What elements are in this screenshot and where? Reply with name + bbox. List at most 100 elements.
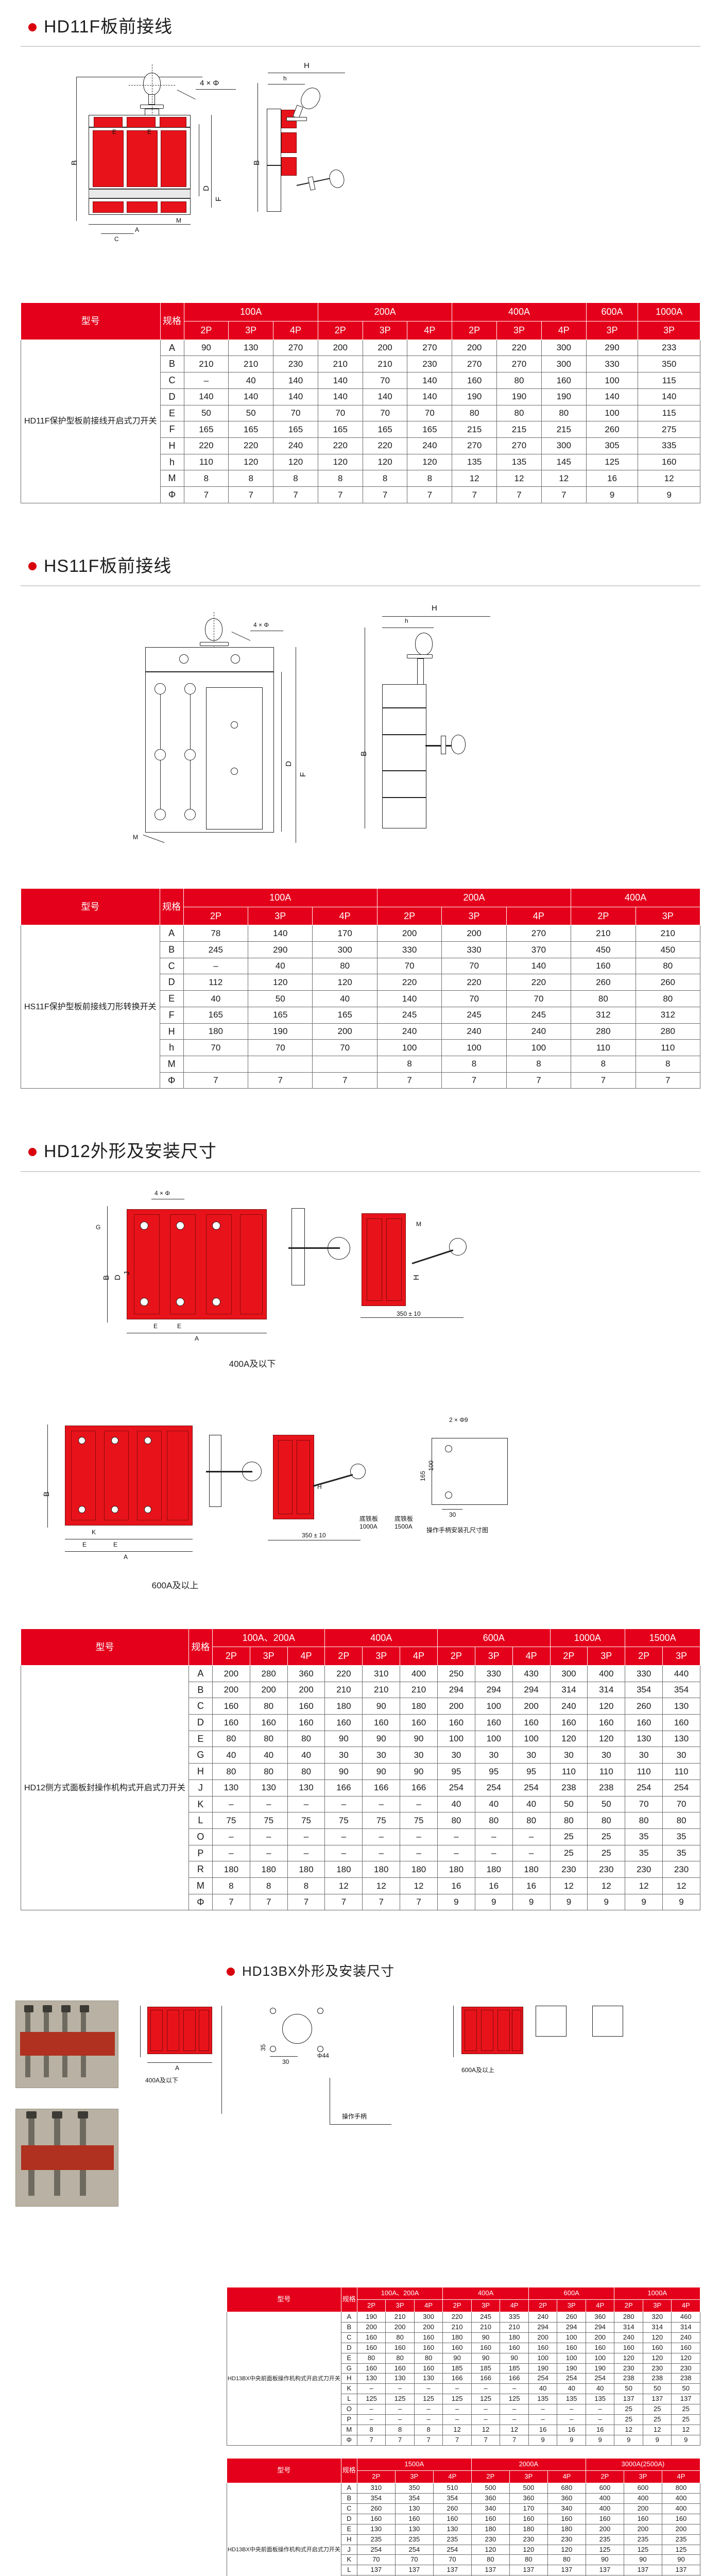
- th-pole: 2P: [183, 906, 249, 926]
- cell: 75: [212, 1812, 250, 1829]
- row-key: O: [340, 2404, 357, 2415]
- cell: 166: [500, 2373, 529, 2384]
- table-row: E 50 50 70 70 70 70 80 80 80 100 115: [21, 404, 700, 422]
- th-group-1500a: 1500A: [356, 2458, 472, 2471]
- cell: 100: [437, 1730, 475, 1748]
- cell: 80: [635, 990, 701, 1007]
- cell: 230: [550, 1861, 588, 1878]
- cell: 200: [317, 339, 363, 357]
- cell: 100: [528, 2352, 558, 2364]
- th-pole: 3P: [249, 1647, 288, 1666]
- dim-label-m: M: [133, 834, 138, 841]
- th-pole: 2P: [356, 2470, 396, 2483]
- row-key: M: [160, 470, 184, 487]
- th-group-400a: 400A: [571, 888, 700, 907]
- cell: –: [442, 2414, 472, 2426]
- cell: 100: [585, 2352, 615, 2364]
- cell: 220: [496, 339, 542, 357]
- cell: 160: [474, 1714, 513, 1731]
- cell: 312: [571, 1006, 636, 1024]
- cell: 200: [661, 2523, 701, 2535]
- dim-label-b-right: B: [252, 160, 261, 166]
- cell: 12: [500, 2425, 529, 2436]
- cell: 70: [394, 2554, 434, 2566]
- cell: 8: [441, 1055, 507, 1073]
- cell: 8: [376, 1055, 442, 1073]
- cell: 215: [496, 421, 542, 438]
- cell: 160: [662, 1714, 700, 1731]
- row-key: G: [340, 2363, 357, 2374]
- cell: 110: [571, 1039, 636, 1056]
- cell: 140: [228, 388, 274, 405]
- cell: 8: [317, 470, 363, 487]
- cell: 8: [228, 470, 274, 487]
- cell: 70: [625, 1795, 663, 1813]
- row-key: Φ: [159, 1072, 184, 1089]
- cell: 80: [437, 1812, 475, 1829]
- cell: 12: [471, 2425, 501, 2436]
- cell: 80: [385, 2332, 415, 2343]
- cell: 12: [442, 2425, 472, 2436]
- cell: 9: [585, 2435, 615, 2446]
- th-pole: 4P: [585, 2299, 615, 2312]
- cell: 110: [635, 1039, 701, 1056]
- cell: 7: [362, 486, 408, 503]
- cell: 166: [400, 1779, 438, 1797]
- cell: 400: [661, 2503, 701, 2514]
- cell: 180: [183, 1023, 249, 1040]
- cell: 160: [671, 2342, 700, 2353]
- cell: 230: [273, 355, 318, 373]
- figure-hd12-upper: 4 × Φ B E E A D J G: [0, 1172, 721, 1394]
- dim-label-b: B: [70, 160, 79, 166]
- cell: 16: [528, 2425, 558, 2436]
- table-head: 型号 规格 1500A 2000A 3000A(2500A) 2P 3P 4P …: [227, 2458, 701, 2483]
- cell: 7: [249, 1893, 288, 1911]
- cell: 200: [362, 339, 408, 357]
- row-key: H: [159, 1023, 184, 1040]
- cell: –: [474, 1828, 513, 1845]
- annotation-30: 30: [282, 2058, 289, 2065]
- cell: 230: [671, 2363, 700, 2374]
- cell: –: [356, 2414, 386, 2426]
- table-row: F 165 165 165 165 165 165 215 215 215 26…: [21, 421, 700, 438]
- th-pole: 4P: [547, 2470, 586, 2483]
- cell: 70: [317, 404, 363, 422]
- cell: 125: [586, 453, 639, 471]
- cell: 294: [528, 2321, 558, 2333]
- cell: 300: [312, 941, 377, 958]
- th-pole: 3P: [385, 2299, 415, 2312]
- row-key: K: [340, 2383, 357, 2395]
- cell: 180: [442, 2332, 472, 2343]
- cell: 16: [437, 1877, 475, 1894]
- cell: 260: [625, 1698, 663, 1715]
- row-key: O: [340, 2575, 357, 2576]
- dim-label-e: E: [112, 128, 117, 136]
- cell: 160: [512, 1714, 551, 1731]
- cell: 7: [506, 1072, 572, 1089]
- cell: 75: [400, 1812, 438, 1829]
- cell: 254: [356, 2544, 396, 2555]
- cell: 9: [550, 1893, 588, 1911]
- cell: 70: [248, 1039, 313, 1056]
- cell: 8: [212, 1877, 250, 1894]
- cell: 130: [228, 339, 274, 357]
- row-key: C: [160, 372, 184, 389]
- cell: 130: [212, 1779, 250, 1797]
- cell: 270: [496, 355, 542, 373]
- dim-label-g: G: [96, 1223, 101, 1231]
- row-key: J: [340, 2544, 357, 2555]
- th-pole: 3P: [586, 321, 639, 340]
- cell: 294: [474, 1681, 513, 1699]
- cell: 100: [512, 1730, 551, 1748]
- cell: 200: [212, 1681, 250, 1699]
- cell: –: [400, 1828, 438, 1845]
- table-row: D 140 140 140 140 140 140 190 190 190 14…: [21, 388, 700, 405]
- cell: 120: [312, 974, 377, 991]
- row-key: L: [188, 1812, 213, 1829]
- switch-body-plate: [127, 1209, 267, 1319]
- row-key: B: [340, 2321, 357, 2333]
- th-spec: 规格: [188, 1628, 213, 1666]
- cell: –: [400, 1844, 438, 1862]
